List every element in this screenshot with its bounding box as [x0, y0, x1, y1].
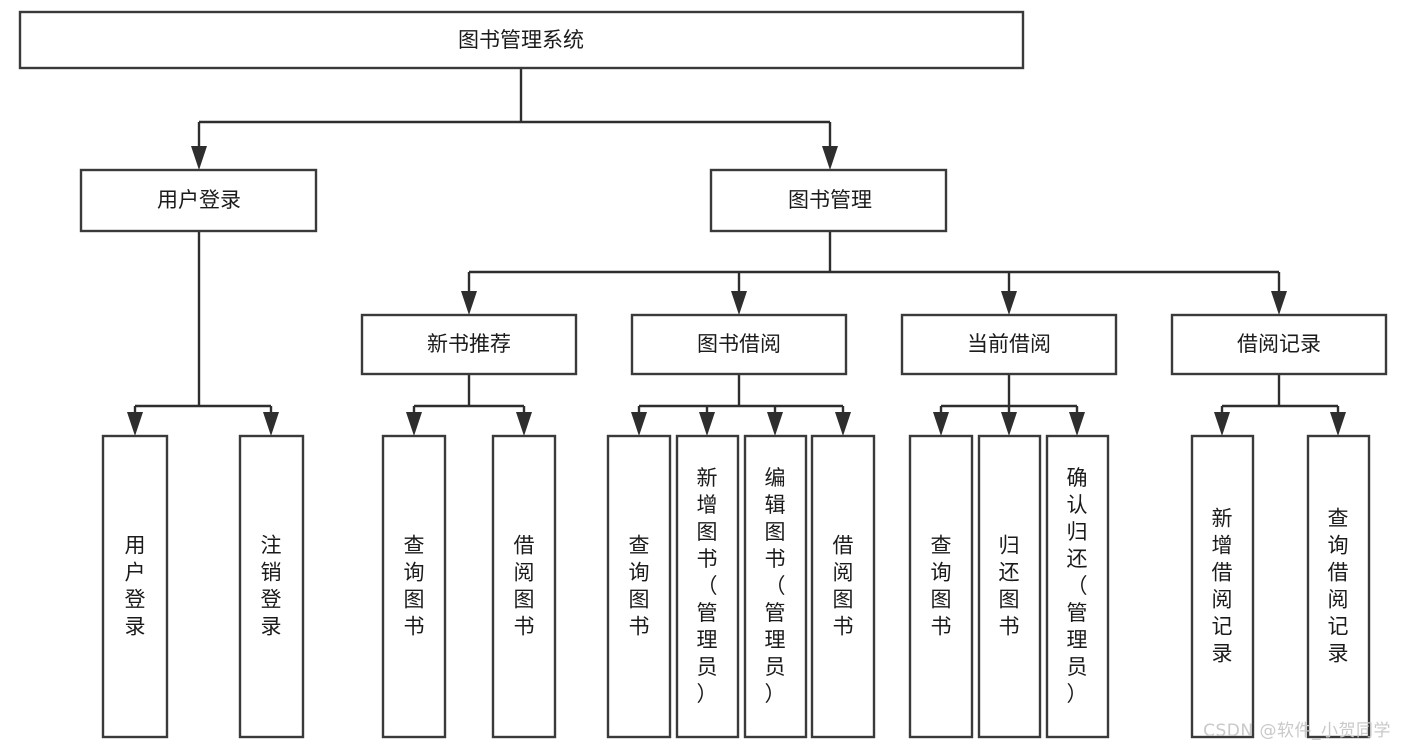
arrow-cb-leaf-2: [1001, 412, 1017, 436]
arrow-userlogin-leaf-1: [127, 412, 143, 436]
arrow-br-leaf-1: [1214, 412, 1230, 436]
node-leaf-user-login-box[interactable]: [101, 434, 169, 739]
node-book-manage-box[interactable]: [709, 168, 948, 233]
node-current-borrow-label: 当前借阅: [967, 332, 1051, 356]
node-leaf-borrow-book-b[interactable]: 借阅图书: [810, 434, 876, 739]
node-leaf-query-record[interactable]: 查询借阅记录: [1306, 434, 1371, 739]
node-borrow-record-box[interactable]: [1170, 313, 1388, 376]
arrow-bm-to-borrow-record: [1271, 291, 1287, 315]
node-root[interactable]: 图书管理系统: [18, 10, 1025, 70]
node-book-borrow-box[interactable]: [630, 313, 848, 376]
arrow-root-to-user-login: [191, 146, 207, 170]
node-leaf-borrow-book-a-label: 借阅图书: [514, 534, 535, 639]
node-book-manage-label: 图书管理: [788, 188, 872, 212]
node-leaf-borrow-book-a-box[interactable]: [491, 434, 557, 739]
node-leaf-query-book-c-box[interactable]: [908, 434, 974, 739]
node-leaf-borrow-book-a[interactable]: 借阅图书: [491, 434, 557, 739]
node-leaf-add-book-label: 新增图书（管理员）: [697, 466, 718, 706]
node-leaf-logout-box[interactable]: [238, 434, 305, 739]
node-leaf-add-book[interactable]: 新增图书（管理员）: [675, 434, 740, 739]
node-user-login-box[interactable]: [79, 168, 318, 233]
node-leaf-query-book-c[interactable]: 查询图书: [908, 434, 974, 739]
node-borrow-record-label: 借阅记录: [1237, 332, 1321, 356]
arrow-newbook-leaf-1: [406, 412, 422, 436]
arrow-newbook-leaf-2: [516, 412, 532, 436]
arrow-bb-leaf-2: [699, 412, 715, 436]
arrow-root-to-book-manage: [822, 146, 838, 170]
node-root-label: 图书管理系统: [458, 28, 584, 52]
node-leaf-user-login[interactable]: 用户登录: [101, 434, 169, 739]
node-leaf-edit-book-box[interactable]: [743, 434, 808, 739]
node-leaf-confirm-return-label: 确认归还（管理员）: [1067, 466, 1088, 706]
arrow-userlogin-leaf-2: [263, 412, 279, 436]
node-leaf-logout[interactable]: 注销登录: [238, 434, 305, 739]
node-leaf-return-book-label: 归还图书: [999, 534, 1020, 639]
arrow-br-leaf-2: [1330, 412, 1346, 436]
node-leaf-query-record-box[interactable]: [1306, 434, 1371, 739]
node-new-book-recommend[interactable]: 新书推荐: [360, 313, 578, 376]
node-leaf-user-login-label: 用户登录: [125, 534, 146, 639]
node-leaf-query-book-a[interactable]: 查询图书: [381, 434, 447, 739]
node-leaf-query-record-label: 查询借阅记录: [1328, 507, 1349, 666]
node-book-borrow[interactable]: 图书借阅: [630, 313, 848, 376]
arrow-bm-to-new-book: [461, 291, 477, 315]
arrow-bm-to-current-borrow: [1001, 291, 1017, 315]
node-leaf-add-record[interactable]: 新增借阅记录: [1190, 434, 1255, 739]
node-leaf-query-book-b-label: 查询图书: [629, 534, 650, 639]
node-root-box[interactable]: [18, 10, 1025, 70]
arrow-bb-leaf-4: [835, 412, 851, 436]
node-borrow-record[interactable]: 借阅记录: [1170, 313, 1388, 376]
node-user-login[interactable]: 用户登录: [79, 168, 318, 233]
node-user-login-label: 用户登录: [157, 188, 241, 212]
arrow-bm-to-book-borrow: [731, 291, 747, 315]
node-leaf-query-book-b-box[interactable]: [606, 434, 672, 739]
csdn-watermark: CSDN @软件_小贺同学: [1203, 721, 1391, 741]
node-leaf-query-book-a-box[interactable]: [381, 434, 447, 739]
node-leaf-return-book[interactable]: 归还图书: [977, 434, 1042, 739]
node-leaf-query-book-c-label: 查询图书: [931, 534, 952, 639]
node-leaf-borrow-book-b-box[interactable]: [810, 434, 876, 739]
node-book-borrow-label: 图书借阅: [697, 332, 781, 356]
node-leaf-confirm-return[interactable]: 确认归还（管理员）: [1045, 434, 1110, 739]
node-leaf-edit-book[interactable]: 编辑图书（管理员）: [743, 434, 808, 739]
arrow-cb-leaf-3: [1069, 412, 1085, 436]
arrow-bb-leaf-3: [767, 412, 783, 436]
node-leaf-confirm-return-box[interactable]: [1045, 434, 1110, 739]
connector-layer: [127, 68, 1346, 436]
node-leaf-logout-label: 注销登录: [261, 534, 282, 639]
node-current-borrow-box[interactable]: [900, 313, 1118, 376]
node-leaf-query-book-a-label: 查询图书: [404, 534, 425, 639]
node-leaf-add-record-label: 新增借阅记录: [1212, 507, 1233, 666]
node-leaf-add-book-box[interactable]: [675, 434, 740, 739]
node-leaf-edit-book-label: 编辑图书（管理员）: [765, 466, 786, 706]
node-leaf-query-book-b[interactable]: 查询图书: [606, 434, 672, 739]
node-leaf-add-record-box[interactable]: [1190, 434, 1255, 739]
node-current-borrow[interactable]: 当前借阅: [900, 313, 1118, 376]
node-new-book-recommend-box[interactable]: [360, 313, 578, 376]
arrow-cb-leaf-1: [933, 412, 949, 436]
node-leaf-borrow-book-b-label: 借阅图书: [833, 534, 854, 639]
node-leaf-return-book-box[interactable]: [977, 434, 1042, 739]
node-new-book-recommend-label: 新书推荐: [427, 332, 511, 356]
node-book-manage[interactable]: 图书管理: [709, 168, 948, 233]
arrow-bb-leaf-1: [631, 412, 647, 436]
